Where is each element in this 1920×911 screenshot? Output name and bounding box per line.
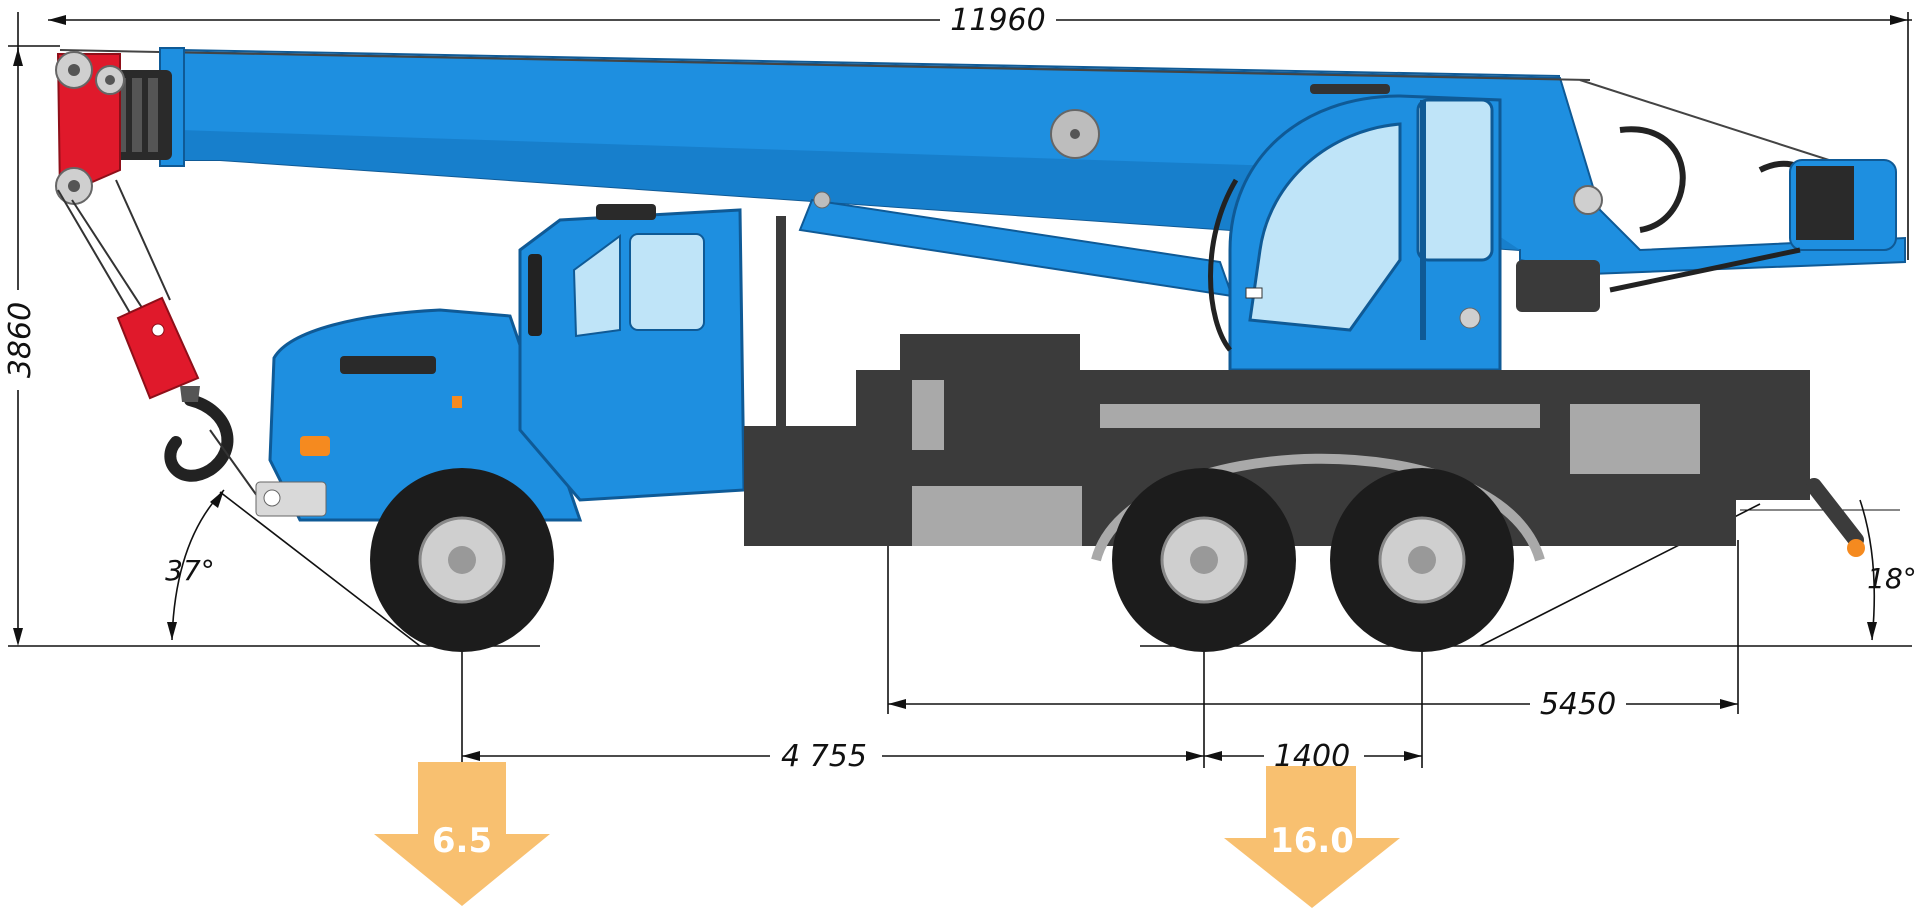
front-wheel bbox=[370, 468, 554, 652]
operator-cab bbox=[1208, 84, 1603, 372]
overall-height-label: 3860 bbox=[3, 302, 38, 378]
truck-cab bbox=[255, 204, 746, 522]
dimension-arrowheads bbox=[13, 15, 1908, 761]
front-axle-load-arrow: 6.5 bbox=[374, 762, 550, 906]
overall-length-label: 11960 bbox=[950, 3, 1045, 38]
rear-wheel-2 bbox=[1330, 468, 1514, 652]
rear-axle-load-arrow: 16.0 bbox=[1224, 766, 1400, 908]
rear-span-label: 5450 bbox=[1540, 687, 1616, 722]
rear-wheel-1 bbox=[1112, 468, 1296, 652]
axle-load-arrows: 6.5 16.0 bbox=[374, 762, 1400, 908]
departure-angle-label: 18° bbox=[1867, 562, 1917, 595]
front-axle-load-value: 6.5 bbox=[432, 821, 492, 861]
wheelbase-label: 4 755 bbox=[781, 739, 867, 774]
approach-angle-label: 37° bbox=[165, 554, 215, 587]
dimension-labels: 11960 3860 4 755 1400 5450 37° 18° bbox=[0, 3, 1917, 774]
rear-axle-load-value: 16.0 bbox=[1270, 821, 1354, 861]
wheels bbox=[370, 468, 1514, 652]
hydraulic-winch bbox=[1609, 126, 1897, 293]
chassis bbox=[744, 216, 1865, 562]
